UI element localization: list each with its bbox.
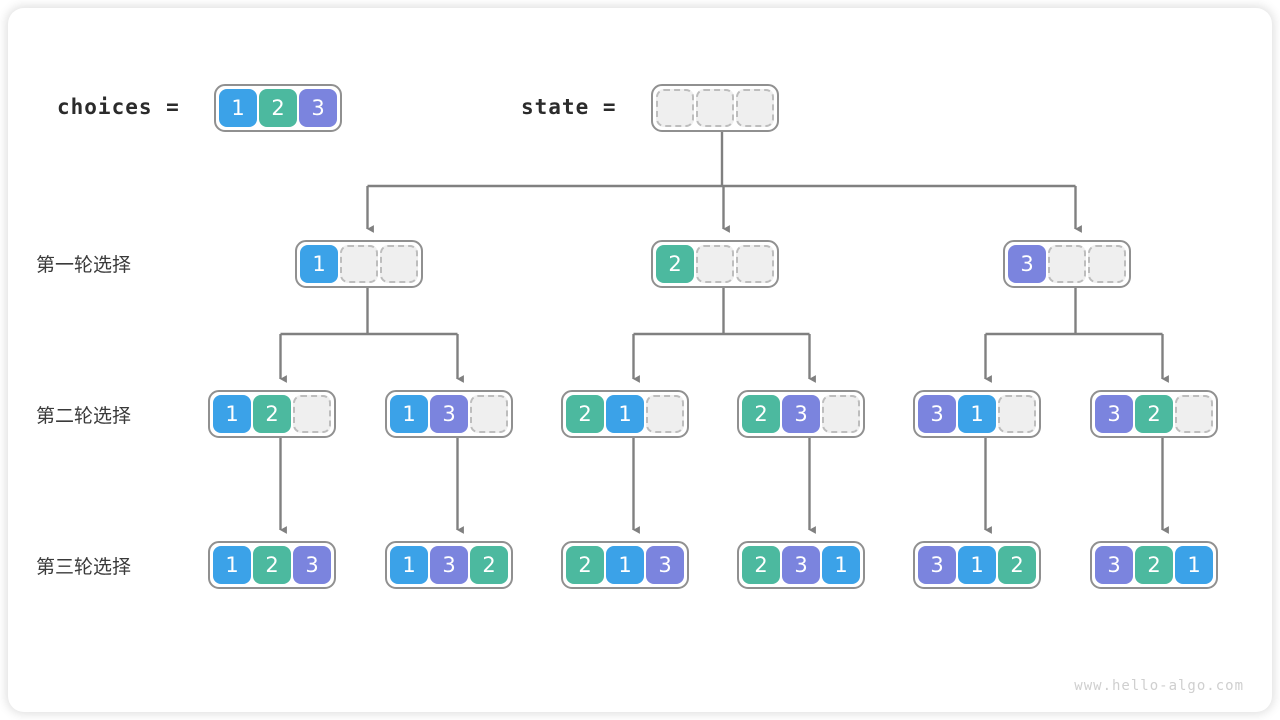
cell-filled: 2 bbox=[656, 245, 694, 283]
cell-filled: 1 bbox=[958, 395, 996, 433]
row-label-3: 第三轮选择 bbox=[36, 556, 132, 578]
cell-filled: 2 bbox=[742, 395, 780, 433]
cell-filled: 3 bbox=[1008, 245, 1046, 283]
state-label: state = bbox=[521, 95, 617, 119]
cell-filled: 3 bbox=[1095, 546, 1133, 584]
cell-filled: 2 bbox=[742, 546, 780, 584]
cell-filled: 3 bbox=[299, 89, 337, 127]
cell-empty bbox=[656, 89, 694, 127]
cell-filled: 1 bbox=[213, 395, 251, 433]
cell-filled: 2 bbox=[253, 546, 291, 584]
cell-filled: 2 bbox=[566, 395, 604, 433]
cell-filled: 2 bbox=[998, 546, 1036, 584]
cell-empty bbox=[1088, 245, 1126, 283]
cell-filled: 1 bbox=[958, 546, 996, 584]
cell-filled: 1 bbox=[213, 546, 251, 584]
cell-empty bbox=[696, 89, 734, 127]
cell-filled: 2 bbox=[1135, 546, 1173, 584]
edge-paths bbox=[279, 131, 1169, 534]
cell-empty bbox=[822, 395, 860, 433]
state-array-r1-1: 1 bbox=[295, 240, 423, 288]
state-array-r1-2: 2 bbox=[651, 240, 779, 288]
cell-empty bbox=[646, 395, 684, 433]
state-array-r1-3: 3 bbox=[1003, 240, 1131, 288]
cell-filled: 2 bbox=[253, 395, 291, 433]
choices-label: choices = bbox=[57, 95, 180, 119]
cell-filled: 1 bbox=[822, 546, 860, 584]
cell-filled: 3 bbox=[782, 395, 820, 433]
cell-filled: 3 bbox=[918, 395, 956, 433]
cell-filled: 3 bbox=[782, 546, 820, 584]
cell-filled: 2 bbox=[259, 89, 297, 127]
state-array bbox=[651, 84, 779, 132]
cell-empty bbox=[293, 395, 331, 433]
cell-empty bbox=[998, 395, 1036, 433]
cell-filled: 2 bbox=[566, 546, 604, 584]
cell-filled: 3 bbox=[430, 395, 468, 433]
cell-filled: 1 bbox=[1175, 546, 1213, 584]
cell-empty bbox=[340, 245, 378, 283]
cell-empty bbox=[470, 395, 508, 433]
row-label-2: 第二轮选择 bbox=[36, 405, 132, 427]
cell-filled: 2 bbox=[1135, 395, 1173, 433]
cell-filled: 3 bbox=[430, 546, 468, 584]
cell-filled: 1 bbox=[219, 89, 257, 127]
cell-empty bbox=[380, 245, 418, 283]
cell-empty bbox=[1048, 245, 1086, 283]
cell-empty bbox=[1175, 395, 1213, 433]
cell-empty bbox=[736, 245, 774, 283]
cell-filled: 1 bbox=[300, 245, 338, 283]
cell-filled: 1 bbox=[606, 546, 644, 584]
watermark: www.hello-algo.com bbox=[1074, 678, 1244, 694]
cell-filled: 3 bbox=[293, 546, 331, 584]
row-label-1: 第一轮选择 bbox=[36, 254, 132, 276]
cell-filled: 3 bbox=[646, 546, 684, 584]
cell-filled: 1 bbox=[606, 395, 644, 433]
cell-filled: 1 bbox=[390, 546, 428, 584]
cell-filled: 1 bbox=[390, 395, 428, 433]
cell-empty bbox=[696, 245, 734, 283]
cell-filled: 2 bbox=[470, 546, 508, 584]
cell-filled: 3 bbox=[1095, 395, 1133, 433]
cell-filled: 3 bbox=[918, 546, 956, 584]
cell-empty bbox=[736, 89, 774, 127]
